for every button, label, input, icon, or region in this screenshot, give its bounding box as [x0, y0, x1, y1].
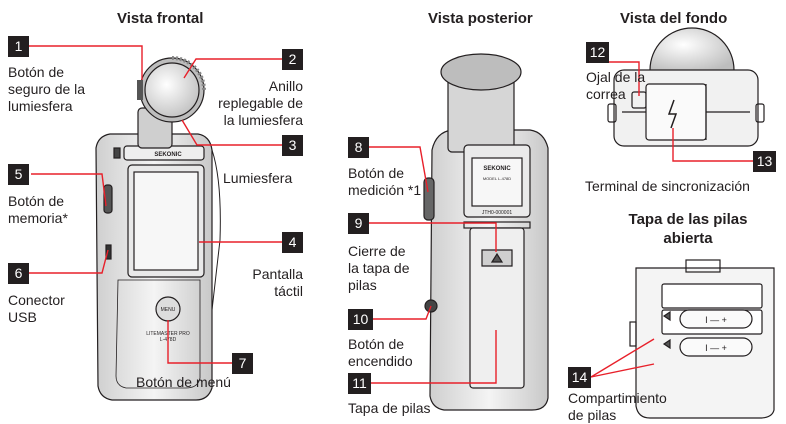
bottom-view-title: Vista del fondo [620, 10, 728, 27]
label-3: Lumiesfera [223, 170, 293, 186]
label-2: Anillo replegable de la lumiesfera [218, 78, 303, 128]
label-10: Botón de encendido [348, 336, 413, 369]
battery-open-title: Tapa de las pilas abierta [628, 211, 748, 247]
label-1: Botón de seguro de la lumiesfera [8, 64, 86, 114]
label-9: Cierre de la tapa de pilas [348, 243, 410, 293]
label-14: Compartimiento de pilas [568, 390, 667, 423]
rear-brand-text: SEKONIC [483, 166, 511, 172]
label-5: Botón de memoria* [8, 193, 68, 226]
label-8: Botón de medición *1 [348, 165, 422, 198]
rear-view-device [423, 53, 549, 411]
badge-1: 1 [8, 36, 29, 57]
callout-lines [28, 45, 764, 384]
battery-open-device: I — + I — + [629, 259, 775, 419]
svg-text:I — +: I — + [705, 343, 727, 353]
badge-8: 8 [348, 137, 369, 158]
badge-6: 6 [8, 263, 29, 284]
label-12: Ojal de la correa [586, 69, 646, 102]
front-brand-text: SEKONIC [154, 152, 182, 158]
badge-10: 10 [348, 309, 373, 330]
badge-13: 13 [753, 151, 776, 172]
badge-5: 5 [8, 164, 29, 185]
label-13: Terminal de sincronización [585, 178, 750, 194]
badge-14: 14 [568, 367, 591, 388]
rear-view-title: Vista posterior [428, 10, 533, 27]
front-menu-text: MENU [161, 307, 176, 313]
svg-text:I — +: I — + [705, 315, 727, 325]
badge-11: 11 [348, 373, 371, 394]
badge-4: 4 [282, 232, 303, 253]
front-view-device [95, 56, 221, 401]
label-11: Tapa de pilas [348, 400, 431, 416]
rear-device-text: SEKONIC MODEL L-478D JTH0-000001 [482, 166, 513, 216]
bottom-view-device [607, 27, 765, 147]
rear-serial-text: JTH0-000001 [482, 210, 513, 216]
badge-3: 3 [282, 135, 303, 156]
badge-2: 2 [282, 49, 303, 70]
rear-model-text: MODEL L-478D [483, 176, 511, 181]
badge-12: 12 [586, 42, 609, 63]
front-view-title: Vista frontal [117, 10, 204, 27]
label-6: Conector USB [8, 292, 65, 325]
label-4: Pantalla táctil [252, 266, 303, 299]
badge-7: 7 [232, 353, 253, 374]
label-7: Botón de menú [136, 374, 231, 390]
badge-9: 9 [348, 213, 369, 234]
